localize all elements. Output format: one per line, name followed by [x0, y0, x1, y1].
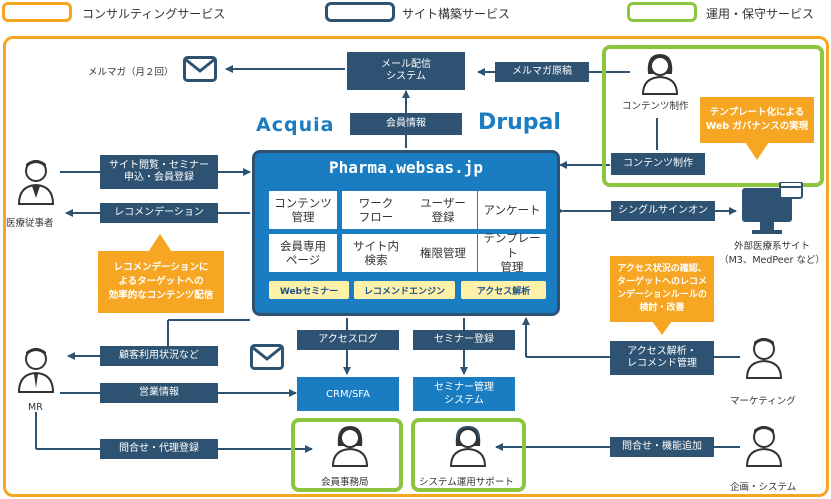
acquia-logo: Acquia — [256, 114, 335, 136]
template-callout: テンプレート化による Web ガバナンスの実現 — [700, 97, 814, 143]
doctor-label: 医療従事者 — [6, 218, 54, 229]
ops-frame-content — [602, 45, 824, 187]
mail-system-box: メール配信 システム — [347, 52, 465, 90]
module-member-page: 会員専用 ページ — [269, 234, 337, 272]
envelope-icon — [183, 56, 217, 82]
access-log-box: アクセスログ — [297, 330, 399, 350]
module-survey: アンケート — [478, 191, 546, 229]
legend-consulting-label: コンサルティングサービス — [82, 7, 226, 21]
module-user-reg: ユーザー 登録 — [409, 191, 477, 229]
bar-recommend-engine: レコメンドエンジン — [354, 281, 455, 299]
member-info-box: 会員情報 — [350, 113, 462, 135]
callout-pointer-access — [652, 321, 672, 335]
access-callout: アクセス状況の確認、 ターゲットへのレコメ ンデーションルールの 検討・改善 — [610, 256, 714, 322]
marketing-icon — [745, 338, 783, 379]
module-workflow: ワーク フロー — [342, 191, 410, 229]
marketing-label: マーケティング — [730, 396, 796, 407]
crm-box: CRM/SFA — [297, 377, 399, 411]
content-prod-icon — [641, 54, 679, 95]
module-content-mgmt: コンテンツ 管理 — [269, 191, 337, 229]
platform-title: Pharma.websas.jp — [328, 158, 484, 177]
callout-pointer — [148, 234, 172, 252]
legend-ops-label: 運用・保守サービス — [706, 7, 815, 21]
legend-build-label: サイト構築サービス — [402, 7, 511, 21]
recommend-arrow: レコメンデーション — [100, 203, 218, 223]
content-prod-label: コンテンツ制作 — [622, 101, 689, 112]
site-browse-arrow: サイト閲覧・セミナー 申込・会員登録 — [100, 155, 218, 189]
external-site-label: 外部医療系サイト （M3、MedPeer など） — [719, 241, 825, 266]
inquiry-add-arrow: 問合せ・機能追加 — [610, 437, 714, 457]
legend-ops-swatch — [627, 2, 697, 22]
mail-draft-arrow: メルマガ原稿 — [495, 62, 589, 82]
content-prod-arrow: コンテンツ制作 — [611, 153, 705, 175]
planning-icon — [745, 426, 783, 467]
doctor-icon — [17, 160, 55, 205]
legend-consulting-swatch — [2, 2, 72, 22]
legend-build-swatch — [325, 2, 395, 22]
sso-arrow: シングルサインオン — [611, 201, 715, 221]
access-analysis-arrow: アクセス解析・ レコメンド管理 — [610, 341, 714, 375]
mr-label: MR — [28, 402, 43, 413]
module-template: テンプレート 管理 — [478, 231, 546, 274]
mail-magazine-label: メルマガ（月２回） — [88, 67, 174, 78]
ops-frame-support — [411, 418, 526, 492]
seminar-reg-box: セミナー登録 — [413, 330, 515, 350]
headset-icon — [449, 425, 487, 467]
bar-access-analysis: アクセス解析 — [461, 281, 546, 299]
ops-frame-office — [291, 418, 403, 492]
envelope-icon-mr — [250, 344, 284, 370]
module-site-search: サイト内 検索 — [342, 234, 410, 272]
bar-web-seminar: Webセミナー — [269, 281, 349, 299]
seminar-system-box: セミナー管理 システム — [413, 377, 515, 411]
office-label: 会員事務局 — [321, 477, 369, 488]
monitor-icon — [742, 182, 803, 234]
inquiry-agent-arrow: 問合せ・代理登録 — [100, 439, 218, 459]
drupal-logo: Drupal — [478, 110, 561, 135]
sales-info-arrow: 営業情報 — [100, 383, 218, 403]
office-icon — [331, 426, 369, 467]
support-label: システム運用サポート — [419, 477, 514, 488]
consulting-frame — [3, 36, 829, 497]
recommend-callout: レコメンデーションに よるターゲットへの 効率的なコンテンツ配信 — [98, 251, 224, 313]
usage-arrow: 顧客利用状況など — [100, 346, 218, 366]
callout-pointer-template — [745, 142, 769, 160]
module-permission: 権限管理 — [409, 234, 477, 272]
planning-label: 企画・システム — [730, 482, 797, 493]
mr-icon — [17, 348, 55, 393]
